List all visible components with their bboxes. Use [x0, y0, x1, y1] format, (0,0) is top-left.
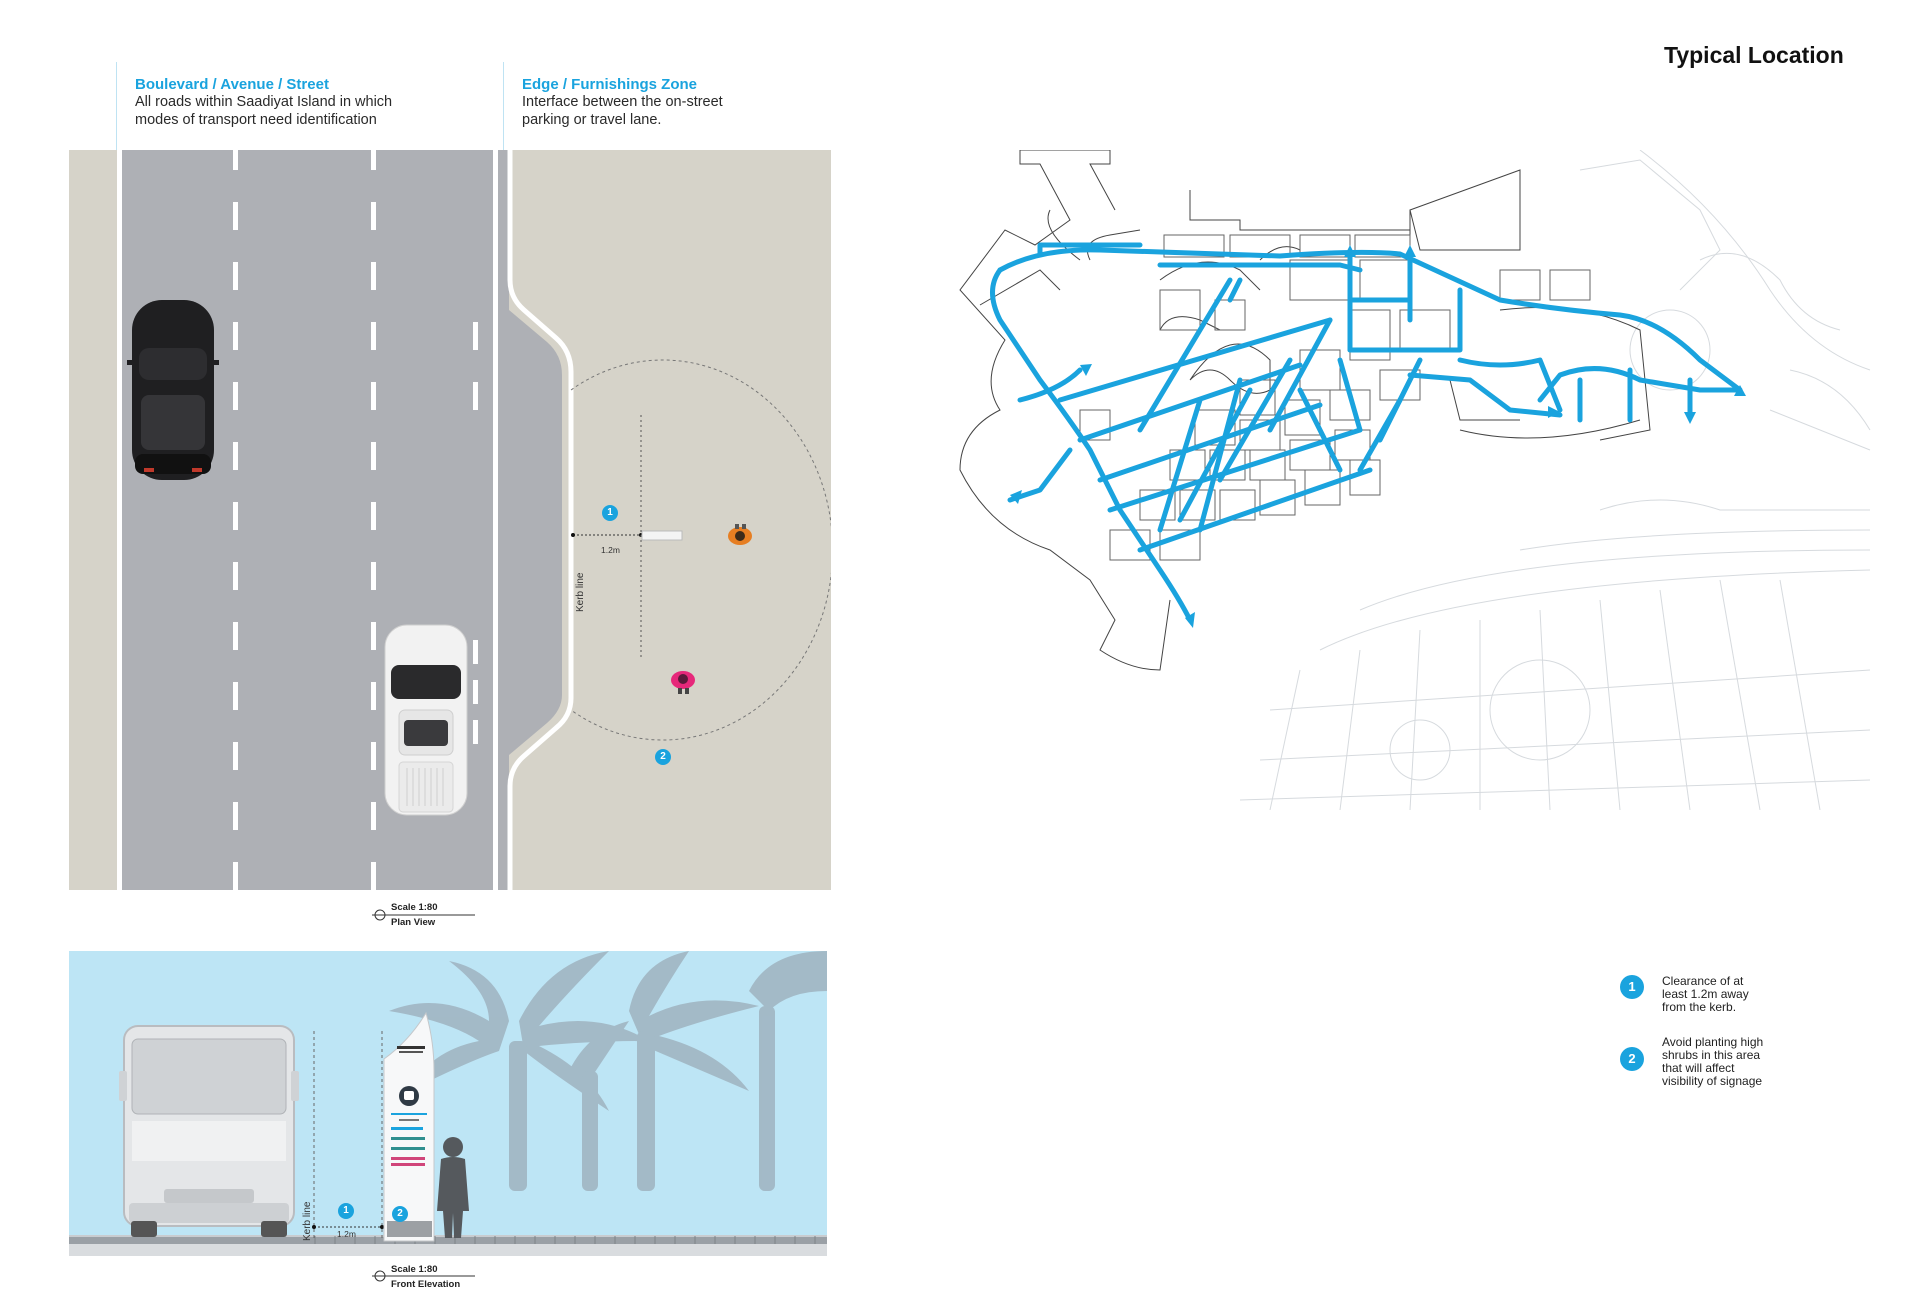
map-context-grid	[1239, 150, 1871, 810]
header-roads: Boulevard / Avenue / Street All roads wi…	[135, 76, 392, 129]
front-elevation-diagram	[69, 951, 827, 1256]
route-direction-arrows	[1010, 245, 1746, 628]
person-orange	[728, 524, 752, 545]
road-edge-line-right	[493, 150, 498, 890]
car-dark	[127, 300, 219, 480]
header-roads-title: Boulevard / Avenue / Street	[135, 76, 329, 93]
elevation-kerb-label: Kerb line	[302, 1201, 313, 1241]
plan-scale-label: Scale 1:80	[391, 902, 438, 913]
plan-marker-1: 1	[602, 505, 618, 521]
person-pink	[671, 671, 695, 694]
elevation-view-label: Front Elevation	[391, 1279, 461, 1290]
plan-scale-symbol	[372, 909, 475, 921]
legend-marker-1: 1	[1620, 975, 1644, 999]
plan-kerb-label: Kerb line	[575, 572, 586, 612]
sign-post-plan	[641, 530, 683, 541]
legend-item-2-line-4: visibility of signage	[1662, 1074, 1763, 1088]
header-roads-desc-1: All roads within Saadiyat Island in whic…	[135, 94, 393, 110]
road-edge-line	[117, 150, 122, 890]
elevation-marker-2: 2	[392, 1206, 408, 1222]
lane-markings	[233, 150, 478, 890]
legend-item-2: Avoid planting high shrubs in this area …	[1662, 1036, 1802, 1088]
header-divider-right	[503, 62, 504, 152]
elevation-marker-1: 1	[338, 1203, 354, 1219]
legend-item-1-line-1: Clearance of at	[1662, 974, 1744, 988]
route-network[interactable]	[990, 242, 1743, 623]
plan-marker-2: 2	[655, 749, 671, 765]
legend-item-1: Clearance of at least 1.2m away from the…	[1662, 975, 1802, 1014]
map-block-grid	[1079, 234, 1591, 561]
legend-item-1-line-2: least 1.2m away	[1662, 987, 1749, 1001]
header-edge-desc-1: Interface between the on-street	[522, 94, 723, 110]
site-location-map	[959, 150, 1871, 810]
car-white	[384, 624, 468, 816]
plan-view-label: Plan View	[391, 917, 436, 928]
elevation-clearance-label: 1.2m	[337, 1229, 356, 1239]
header-edge-zone: Edge / Furnishings Zone Interface betwee…	[522, 76, 723, 129]
person-silhouette	[437, 1137, 469, 1238]
visibility-zone	[570, 359, 831, 741]
legend-item-2-line-1: Avoid planting high	[1662, 1035, 1764, 1049]
legend-marker-2: 2	[1620, 1047, 1644, 1071]
legend-item-1-line-3: from the kerb.	[1662, 1000, 1737, 1014]
palm-trees	[389, 951, 827, 1191]
bus-front	[119, 1025, 299, 1237]
elevation-scale-label: Scale 1:80	[391, 1264, 438, 1275]
legend-item-2-line-3: that will affect	[1662, 1061, 1735, 1075]
bus-stop-sign-totem	[383, 1011, 435, 1242]
header-edge-title: Edge / Furnishings Zone	[522, 76, 698, 93]
plan-view-diagram	[69, 150, 831, 890]
page-title: Typical Location	[1664, 42, 1844, 68]
elevation-scale-symbol	[372, 1270, 475, 1282]
header-divider-left	[116, 62, 117, 152]
plan-clearance-label: 1.2m	[601, 545, 620, 555]
header-edge-desc-2: parking or travel lane.	[522, 112, 662, 128]
header-roads-desc-2: modes of transport need identification	[135, 112, 377, 128]
legend-item-2-line-2: shrubs in this area	[1662, 1048, 1761, 1062]
